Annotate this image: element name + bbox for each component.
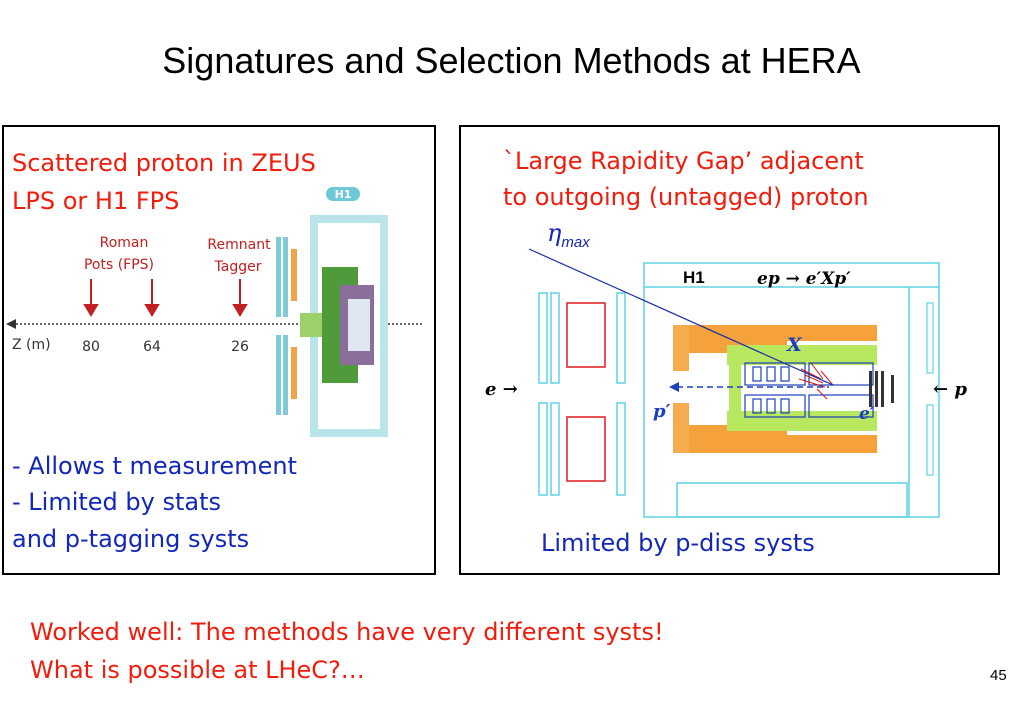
tick-80: 80 [82,339,100,355]
proton-beam-label: ← p [933,379,967,400]
p-prime-label: p′ [653,401,671,422]
eta-max-label: ηmax [547,219,590,251]
tick-26: 26 [231,339,249,355]
p-prime-arrow [669,382,679,392]
electron-beam-label: e → [485,379,518,400]
forward-detectors-figure: Roman Pots (FPS) Remnant Tagger Z (m) 80… [6,187,424,437]
left-bullet-3: and p-tagging systs [12,525,250,553]
slide-title: Signatures and Selection Methods at HERA [162,40,861,81]
footer-line1: Worked well: The methods have very diffe… [30,618,664,646]
x-label: X [786,334,803,356]
reaction-label: ep → e′Xp′ [757,269,851,289]
e-prime-label: e′ [859,404,875,424]
axis-label: Z (m) [12,337,51,353]
detector-label: H1 [683,268,705,287]
remnant-label-line2: Tagger [214,259,262,275]
remnant-label-line1: Remnant [207,237,271,253]
eta-max-line [528,248,834,386]
beam-axis-arrow [6,319,16,329]
left-heading-line1: Scattered proton in ZEUS [12,149,316,177]
left-bullet-2: - Limited by stats [12,488,222,516]
left-panel: Scattered proton in ZEUS LPS or H1 FPS R… [2,125,436,575]
roman-pots-label-line2: Pots (FPS) [84,257,154,273]
right-heading-line2: to outgoing (untagged) proton [503,183,869,211]
left-bullet-1: - Allows t measurement [12,452,297,480]
position-arrows [83,279,248,317]
footer-line2: What is possible at LHeC?… [30,656,365,684]
h1-logo [326,187,360,201]
page-number: 45 [990,667,1007,684]
right-heading-line1: `Large Rapidity Gap’ adjacent [503,147,864,175]
tick-64: 64 [143,339,161,355]
eta-subscript: max [561,233,590,251]
right-caption: Limited by p-diss systs [541,529,815,557]
eta-symbol: η [547,219,562,247]
left-heading-line2: LPS or H1 FPS [12,187,180,215]
right-panel: `Large Rapidity Gap’ adjacent to outgoin… [459,125,1000,575]
hadronic-tracks [798,362,834,400]
h1-logo-text: H1 [335,188,352,201]
rapidity-gap-figure: H1 ep → e′Xp′ [485,248,967,518]
roman-pots-label-line1: Roman [100,235,149,251]
